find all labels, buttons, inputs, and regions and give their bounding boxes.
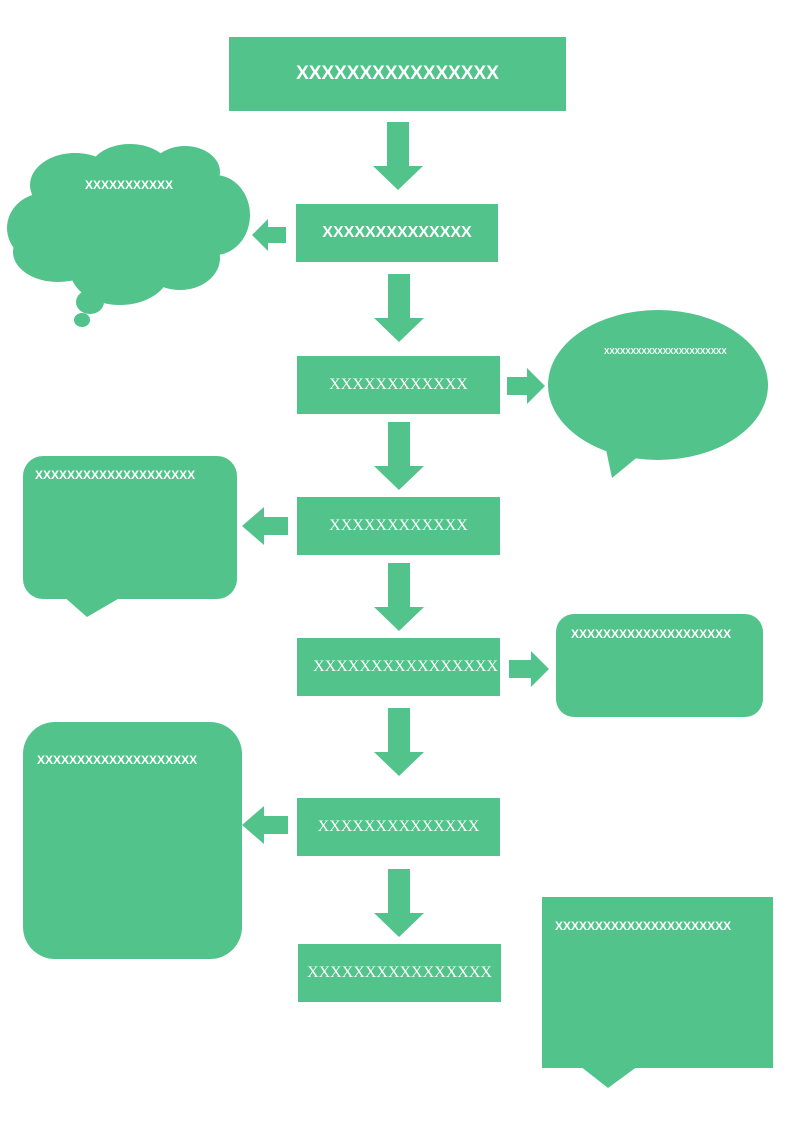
flow-step-5-label: XXXXXXXXXXXXXXXX: [313, 658, 498, 675]
rounded-callout-left-2-label: XXXXXXXXXXXXXXXXXXXX: [37, 753, 198, 767]
arrow-down-6: [374, 869, 424, 937]
arrow-left-1: [252, 219, 286, 251]
flow-step-3[interactable]: XXXXXXXXXXXX: [297, 356, 500, 414]
arrow-down-3: [374, 422, 424, 490]
flow-step-5[interactable]: XXXXXXXXXXXXXXXX: [297, 638, 500, 696]
flow-step-6-label: XXXXXXXXXXXXXX: [317, 818, 480, 835]
rounded-callout-left-1[interactable]: [23, 456, 239, 618]
rounded-callout-right-1[interactable]: [556, 614, 763, 717]
cloud-callout[interactable]: [0, 140, 260, 340]
flow-step-4[interactable]: XXXXXXXXXXXX: [297, 497, 500, 555]
flow-step-7-label: XXXXXXXXXXXXXXXX: [307, 964, 492, 981]
flow-step-1-label: XXXXXXXXXXXXXXXX: [296, 63, 499, 84]
flow-step-7[interactable]: XXXXXXXXXXXXXXXX: [298, 944, 501, 1002]
rounded-callout-left-1-label: XXXXXXXXXXXXXXXXXXXX: [35, 468, 196, 482]
arrow-left-2: [242, 507, 288, 545]
arrow-right-2: [509, 651, 549, 687]
rounded-callout-right-1-label: XXXXXXXXXXXXXXXXXXXX: [571, 627, 732, 641]
arrow-left-3: [242, 806, 288, 844]
oval-callout[interactable]: [548, 310, 772, 482]
flow-step-2-label: XXXXXXXXXXXXXX: [322, 224, 472, 241]
flow-step-6[interactable]: XXXXXXXXXXXXXX: [297, 798, 500, 856]
arrow-down-5: [374, 708, 424, 776]
flow-step-2[interactable]: XXXXXXXXXXXXXX: [296, 204, 498, 262]
cloud-callout-label: XXXXXXXXXXX: [85, 178, 174, 192]
rect-callout-right[interactable]: [542, 897, 774, 1089]
rect-callout-right-label: XXXXXXXXXXXXXXXXXXXXXX: [555, 919, 732, 933]
arrow-right-1: [507, 368, 545, 404]
oval-callout-label: XXXXXXXXXXXXXXXXXXXXXXX: [604, 347, 727, 356]
flow-step-3-label: XXXXXXXXXXXX: [329, 376, 468, 393]
arrow-down-2: [374, 274, 424, 342]
flow-step-4-label: XXXXXXXXXXXX: [329, 517, 468, 534]
rounded-callout-left-2[interactable]: [23, 722, 242, 959]
flow-step-1[interactable]: XXXXXXXXXXXXXXXX: [229, 37, 566, 111]
arrow-down-4: [374, 563, 424, 631]
arrow-down-1: [373, 122, 423, 190]
